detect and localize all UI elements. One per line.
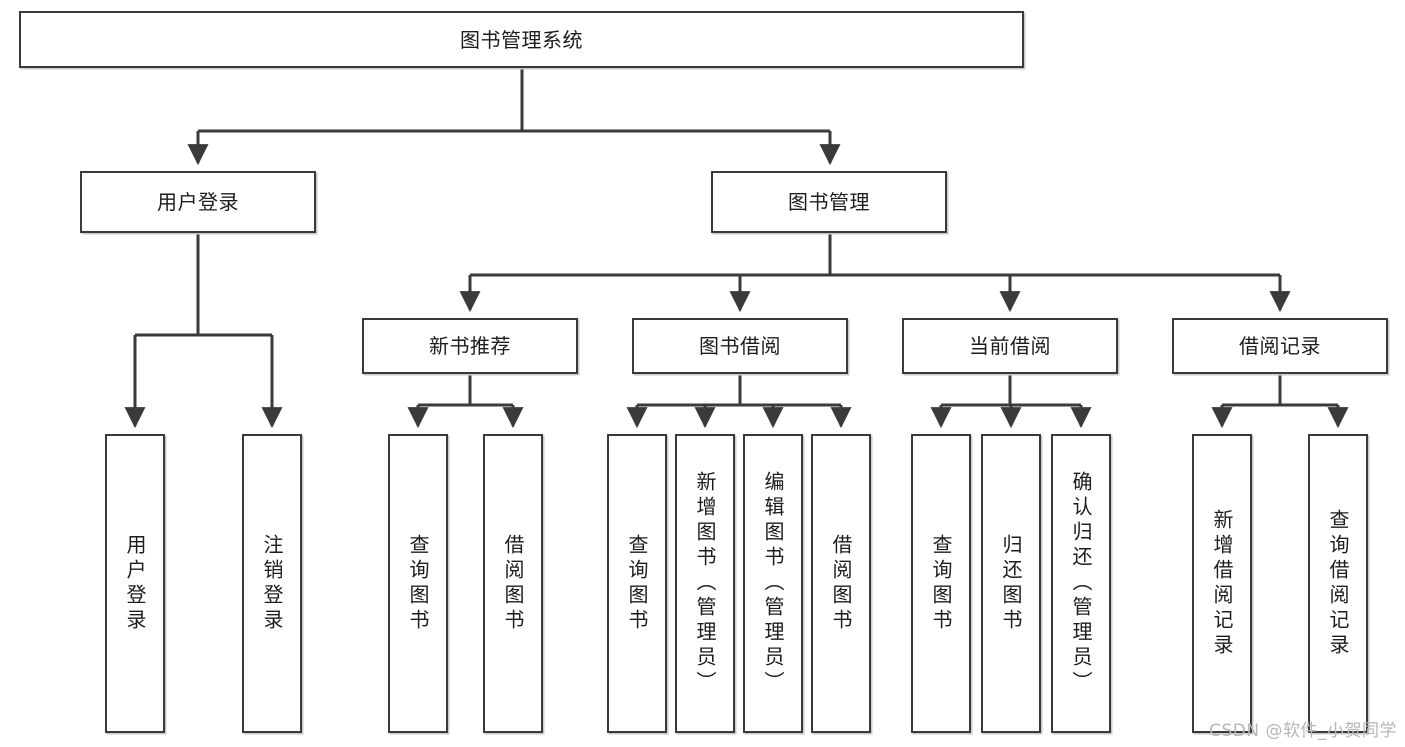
leaf-node-leaf-logout[interactable]: 注销登录	[242, 434, 302, 733]
node-label: 新增图书（管理员）	[693, 471, 717, 696]
node-label: 借阅记录	[1239, 334, 1321, 358]
node-label: 图书借阅	[699, 334, 781, 358]
leaf-node-leaf-add-book[interactable]: 新增图书（管理员）	[675, 434, 735, 733]
level2-node-book-borrow[interactable]: 图书借阅	[632, 318, 848, 374]
level2-node-borrow-record[interactable]: 借阅记录	[1172, 318, 1388, 374]
node-label: 用户登录	[123, 533, 147, 634]
level1-node-user-login[interactable]: 用户登录	[80, 171, 316, 233]
leaf-node-leaf-return-book[interactable]: 归还图书	[981, 434, 1041, 733]
leaf-node-leaf-user-login[interactable]: 用户登录	[105, 434, 165, 733]
node-label: 当前借阅	[969, 334, 1051, 358]
level2-node-new-book-rec[interactable]: 新书推荐	[362, 318, 578, 374]
leaf-node-leaf-query-book-borrow[interactable]: 查询图书	[607, 434, 667, 733]
leaf-node-leaf-borrow-book[interactable]: 借阅图书	[811, 434, 871, 733]
root-node-root[interactable]: 图书管理系统	[19, 11, 1024, 68]
node-label: 借阅图书	[829, 533, 853, 634]
node-label: 注销登录	[260, 533, 284, 634]
leaf-node-leaf-add-record[interactable]: 新增借阅记录	[1192, 434, 1252, 733]
leaf-node-leaf-borrow-book-new[interactable]: 借阅图书	[483, 434, 543, 733]
node-label: 查询图书	[625, 533, 649, 634]
node-label: 查询图书	[406, 533, 430, 634]
node-label: 新书推荐	[429, 334, 511, 358]
node-label: 图书管理	[788, 190, 870, 214]
node-label: 确认归还（管理员）	[1069, 471, 1093, 696]
node-label: 归还图书	[999, 533, 1023, 634]
leaf-node-leaf-confirm-return[interactable]: 确认归还（管理员）	[1051, 434, 1111, 733]
leaf-node-leaf-edit-book[interactable]: 编辑图书（管理员）	[743, 434, 803, 733]
node-label: 编辑图书（管理员）	[761, 471, 785, 696]
level1-node-book-manage[interactable]: 图书管理	[711, 171, 947, 233]
leaf-node-leaf-query-record[interactable]: 查询借阅记录	[1308, 434, 1368, 733]
node-label: 新增借阅记录	[1210, 508, 1234, 659]
node-label: 图书管理系统	[460, 27, 583, 52]
node-label: 借阅图书	[501, 533, 525, 634]
node-label: 查询借阅记录	[1326, 508, 1350, 659]
leaf-node-leaf-query-book-current[interactable]: 查询图书	[911, 434, 971, 733]
node-label: 查询图书	[929, 533, 953, 634]
node-label: 用户登录	[157, 190, 239, 214]
csdn-watermark: CSDN @软件_小贺同学	[1209, 721, 1397, 741]
level2-node-current-borrow[interactable]: 当前借阅	[902, 318, 1118, 374]
leaf-node-leaf-query-book-new[interactable]: 查询图书	[388, 434, 448, 733]
